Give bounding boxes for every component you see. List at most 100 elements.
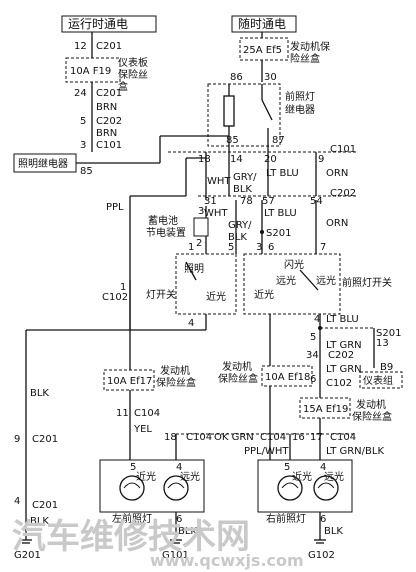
relay-coil	[223, 95, 235, 127]
svg-text:3: 3	[80, 140, 86, 151]
fuse-f19-label: 10A F19	[70, 66, 111, 77]
svg-text:20: 20	[264, 154, 277, 165]
svg-text:C201: C201	[96, 88, 122, 99]
svg-text:57: 57	[262, 196, 275, 207]
svg-text:4: 4	[14, 496, 20, 507]
svg-text:近光: 近光	[254, 288, 274, 301]
svg-text:16: 16	[292, 432, 305, 443]
svg-text:BLK: BLK	[324, 526, 343, 537]
left-headlamp-label: 左前照灯	[112, 512, 152, 525]
svg-text:近光: 近光	[206, 290, 226, 303]
svg-text:86: 86	[230, 72, 243, 83]
svg-text:C102: C102	[326, 378, 352, 389]
svg-text:18: 18	[164, 432, 177, 443]
svg-text:前照灯: 前照灯	[285, 90, 315, 103]
svg-text:6: 6	[310, 374, 316, 385]
svg-text:LT BLU: LT BLU	[264, 208, 297, 219]
svg-text:24: 24	[74, 88, 87, 99]
svg-text:C104: C104	[186, 432, 212, 443]
svg-text:BLK: BLK	[233, 184, 252, 195]
always-power-box	[231, 15, 297, 33]
svg-text:C104: C104	[260, 432, 286, 443]
svg-text:18: 18	[198, 154, 211, 165]
svg-text:17: 17	[310, 432, 323, 443]
svg-text:85: 85	[226, 135, 239, 146]
svg-text:4: 4	[314, 314, 320, 325]
lighting-relay-label: 照明继电器	[18, 157, 68, 170]
svg-text:C201: C201	[96, 41, 122, 52]
svg-text:WHT: WHT	[204, 208, 228, 219]
fuse-ef18-label: 10A Ef18	[265, 372, 310, 383]
always-power-label: 随时通电	[238, 16, 286, 31]
right-headlamp-box	[257, 459, 353, 513]
svg-text:继电器: 继电器	[285, 103, 315, 116]
svg-text:BRN: BRN	[96, 128, 117, 139]
svg-text:12: 12	[74, 41, 87, 52]
svg-text:G102: G102	[308, 550, 335, 561]
svg-text:C202: C202	[330, 188, 356, 199]
svg-text:近光: 近光	[292, 470, 312, 483]
svg-text:2: 2	[196, 238, 202, 249]
svg-text:3: 3	[256, 242, 262, 253]
instrument-cluster-box	[359, 371, 403, 389]
svg-text:78: 78	[240, 196, 253, 207]
svg-text:BLK: BLK	[30, 516, 49, 527]
svg-text:ORN: ORN	[326, 218, 348, 229]
svg-text:14: 14	[230, 154, 243, 165]
svg-text:BRN: BRN	[96, 102, 117, 113]
svg-text:5: 5	[130, 462, 136, 473]
svg-text:85: 85	[80, 166, 93, 177]
svg-text:9: 9	[318, 154, 324, 165]
svg-text:4: 4	[176, 462, 182, 473]
headlamp-switch-box	[243, 253, 341, 315]
svg-text:30: 30	[264, 72, 277, 83]
fuse-ef19-label: 15A Ef19	[303, 404, 348, 415]
svg-text:7: 7	[320, 242, 326, 253]
svg-text:5: 5	[284, 462, 290, 473]
svg-text:1: 1	[188, 242, 194, 253]
svg-text:C102: C102	[102, 292, 128, 303]
svg-text:6: 6	[320, 514, 326, 525]
svg-text:远光: 远光	[180, 470, 200, 483]
svg-text:LT BLU: LT BLU	[326, 314, 359, 325]
svg-text:LT BLU: LT BLU	[266, 168, 299, 179]
svg-text:9: 9	[14, 434, 20, 445]
svg-text:远光: 远光	[276, 274, 296, 287]
svg-text:GRY/: GRY/	[233, 172, 257, 183]
svg-text:保险丝盒: 保险丝盒	[352, 410, 392, 423]
svg-text:照明: 照明	[184, 263, 204, 275]
svg-text:C104: C104	[330, 432, 356, 443]
svg-text:仪表板: 仪表板	[118, 56, 148, 69]
run-power-label: 运行时通电	[68, 17, 128, 31]
left-headlamp-box	[99, 459, 205, 513]
fuse-ef17-label: 10A Ef17	[107, 376, 152, 387]
svg-text:3: 3	[198, 206, 204, 217]
svg-text:S201: S201	[376, 328, 401, 339]
headlamp-relay-box	[207, 83, 281, 147]
svg-text:OK GRN: OK GRN	[214, 432, 254, 443]
svg-text:C101: C101	[330, 144, 356, 155]
svg-text:G201: G201	[14, 550, 41, 561]
svg-text:C202: C202	[328, 350, 354, 361]
fuse-ef18-box	[261, 365, 313, 387]
svg-text:ORN: ORN	[326, 168, 348, 179]
svg-text:C104: C104	[134, 408, 160, 419]
svg-text:发动机: 发动机	[356, 398, 386, 411]
left-high-beam-lamp	[163, 475, 189, 501]
svg-text:灯开关: 灯开关	[146, 288, 176, 301]
svg-text:发动机保: 发动机保	[290, 40, 330, 53]
fuse-ef19-box	[299, 397, 351, 419]
relay-contact	[261, 99, 273, 121]
svg-text:6: 6	[176, 514, 182, 525]
svg-text:C101: C101	[96, 140, 122, 151]
svg-text:4: 4	[320, 462, 326, 473]
svg-text:闪光: 闪光	[284, 258, 304, 271]
svg-text:6: 6	[268, 242, 274, 253]
svg-text:WHT: WHT	[207, 176, 231, 187]
fuse-f19-box	[65, 57, 121, 83]
fuse-ef5-label: 25A Ef5	[243, 45, 282, 56]
svg-text:GRY/: GRY/	[228, 220, 252, 231]
svg-text:远光: 远光	[316, 274, 336, 287]
svg-text:发动机: 发动机	[222, 360, 252, 373]
svg-text:B9: B9	[380, 362, 393, 373]
